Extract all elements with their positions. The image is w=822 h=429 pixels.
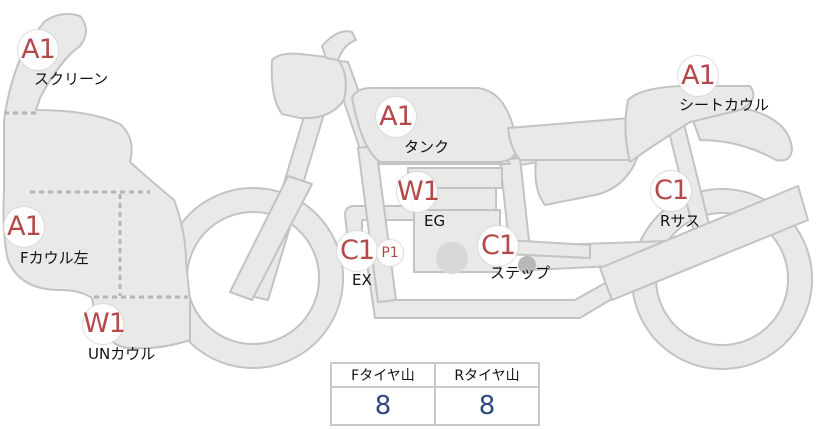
- step-label: ステップ: [490, 264, 551, 282]
- seat-cowl: [624, 85, 755, 163]
- muffler: [599, 185, 809, 301]
- rear-tread-header: Rタイヤ山: [434, 362, 540, 388]
- tire-tread-table: Fタイヤ山 Rタイヤ山 8 8: [330, 362, 540, 426]
- seat-cowl-grade[interactable]: A1: [678, 56, 718, 96]
- f-cowl-left-label: Fカウル左: [20, 249, 89, 267]
- under-cowl-label: UNカウル: [88, 345, 156, 363]
- exhaust-label: EX: [352, 271, 372, 289]
- tank-label: タンク: [404, 138, 450, 156]
- step-grade[interactable]: C1: [478, 226, 518, 266]
- front-fairing: [2, 13, 191, 350]
- side-cover: [534, 149, 641, 206]
- front-tread-value: 8: [330, 386, 436, 426]
- screen-label: スクリーン: [34, 70, 109, 88]
- engine-cover: [436, 242, 468, 274]
- under-cowl-grade[interactable]: W1: [83, 304, 126, 344]
- fork-outer-tube: [229, 175, 313, 301]
- rear-susp-grade[interactable]: C1: [651, 171, 691, 211]
- footpeg: [518, 256, 536, 274]
- exhaust-grade[interactable]: C1: [337, 231, 377, 271]
- front-tread-header: Fタイヤ山: [330, 362, 436, 388]
- rear-susp-label: Rサス: [660, 212, 701, 230]
- tank-grade[interactable]: A1: [376, 97, 416, 137]
- seat: [507, 117, 633, 161]
- rear-fender: [689, 107, 793, 162]
- headlight-cowl: [270, 52, 347, 120]
- rear-tread-value: 8: [434, 386, 540, 426]
- f-cowl-left-grade[interactable]: A1: [4, 207, 44, 247]
- screen-grade[interactable]: A1: [18, 30, 58, 70]
- handlebar: [321, 30, 357, 61]
- engine-grade[interactable]: W1: [397, 172, 440, 212]
- exhaust-pipe-upper: [344, 205, 426, 243]
- exhaust-sub-grade[interactable]: P1: [377, 240, 403, 266]
- engine-label: EG: [424, 212, 446, 230]
- seat-cowl-label: シートカウル: [679, 96, 770, 114]
